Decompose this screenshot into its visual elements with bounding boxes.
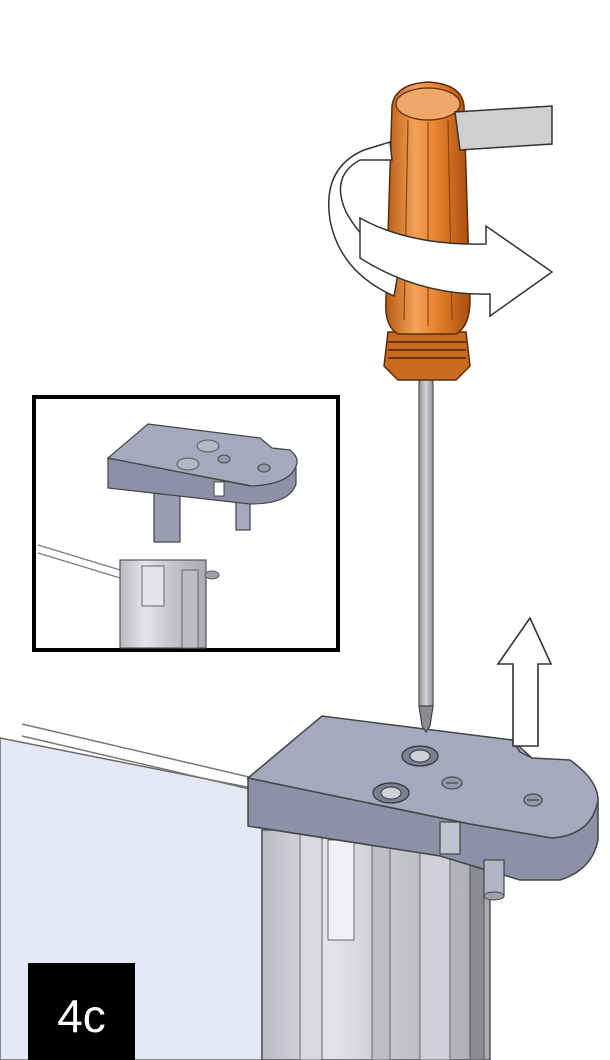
screw-hole: [372, 782, 410, 804]
detail-inset: [32, 395, 340, 652]
small-screw: [523, 793, 543, 807]
door-profile: [261, 829, 491, 1060]
step-label: 4c: [28, 963, 135, 1060]
screw-hole: [401, 745, 439, 767]
top-cap: [246, 715, 599, 901]
rotate-arrow-icon: [328, 105, 554, 318]
screwdriver: [383, 81, 471, 734]
small-screw: [441, 776, 463, 790]
up-arrow-icon: [496, 616, 553, 747]
